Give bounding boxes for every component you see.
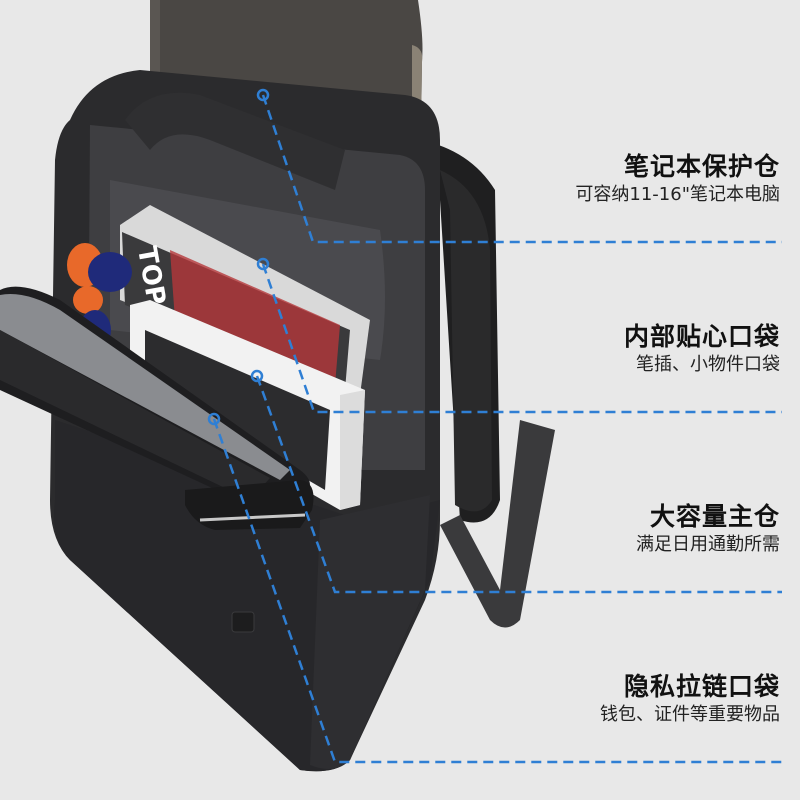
callout-line-inner-pocket xyxy=(261,263,782,414)
feature-title: 笔记本保护仓 xyxy=(623,152,780,181)
feature-main-compartment: 大容量主仓 满足日用通勤所需 xyxy=(636,502,780,558)
feature-subtitle: 可容纳11-16"笔记本电脑 xyxy=(575,184,780,205)
marker-circle-icon xyxy=(256,257,270,271)
feature-inner-pocket: 内部贴心口袋 笔插、小物件口袋 xyxy=(624,322,780,378)
callout-line-zip-pocket xyxy=(212,418,782,764)
white-box-image xyxy=(130,300,365,510)
callout-line-laptop xyxy=(261,94,782,244)
magazine-image: TOP xyxy=(120,205,370,395)
phone-image xyxy=(185,480,314,530)
callout-line-main-compartment xyxy=(255,375,782,594)
marker-circle-icon xyxy=(207,412,221,426)
feature-subtitle: 钱包、证件等重要物品 xyxy=(600,704,780,725)
feature-title: 隐私拉链口袋 xyxy=(623,672,780,701)
feature-title: 大容量主仓 xyxy=(649,502,780,531)
feature-subtitle: 满足日用通勤所需 xyxy=(636,534,780,555)
front-flap xyxy=(0,286,310,510)
feature-laptop-compartment: 笔记本保护仓 可容纳11-16"笔记本电脑 xyxy=(575,152,780,208)
feature-subtitle: 笔插、小物件口袋 xyxy=(636,354,780,375)
callout-lines xyxy=(212,94,782,764)
marker-circle-icon xyxy=(250,369,264,383)
feature-zip-pocket: 隐私拉链口袋 钱包、证件等重要物品 xyxy=(600,672,780,728)
marker-circle-icon xyxy=(256,88,270,102)
feature-title: 内部贴心口袋 xyxy=(623,322,780,351)
callout-markers xyxy=(207,88,270,426)
